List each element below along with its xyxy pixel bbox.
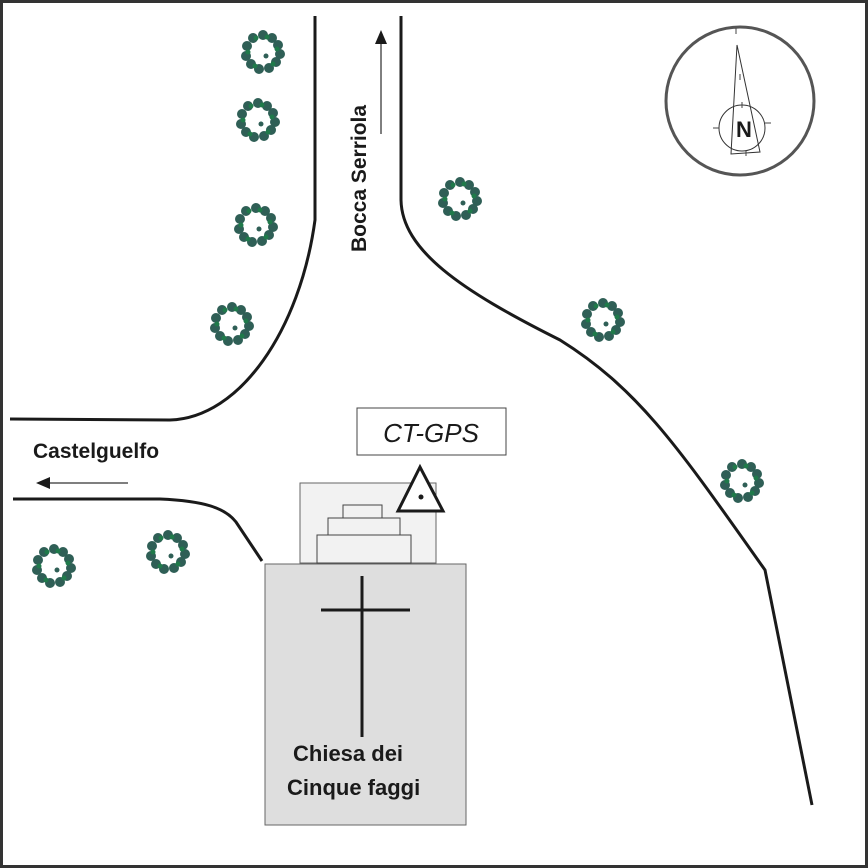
road-edge-west-north	[9, 16, 317, 422]
annex-step-1	[316, 534, 412, 564]
annex-step-3	[342, 504, 383, 519]
north-arrow-icon	[664, 25, 816, 177]
church-label-line2: Cinque faggi	[287, 775, 420, 800]
road-label-bocca-serriola: Bocca Serriola	[348, 105, 371, 252]
arrow-north-icon	[375, 30, 387, 134]
road-edge-east	[399, 16, 814, 806]
north-letter: N	[736, 117, 752, 142]
road-edge-west-south	[13, 497, 264, 562]
church-building	[264, 563, 467, 826]
annex-step-2	[327, 517, 401, 536]
station-label-box	[356, 407, 507, 456]
station-label: CT-GPS	[383, 418, 479, 448]
arrow-west-icon	[36, 477, 128, 489]
cross-icon	[321, 576, 410, 737]
gps-station-triangle-icon	[395, 463, 446, 513]
church-label-line1: Chiesa dei	[293, 741, 403, 766]
road-label-castelguelfo: Castelguelfo	[33, 440, 159, 463]
